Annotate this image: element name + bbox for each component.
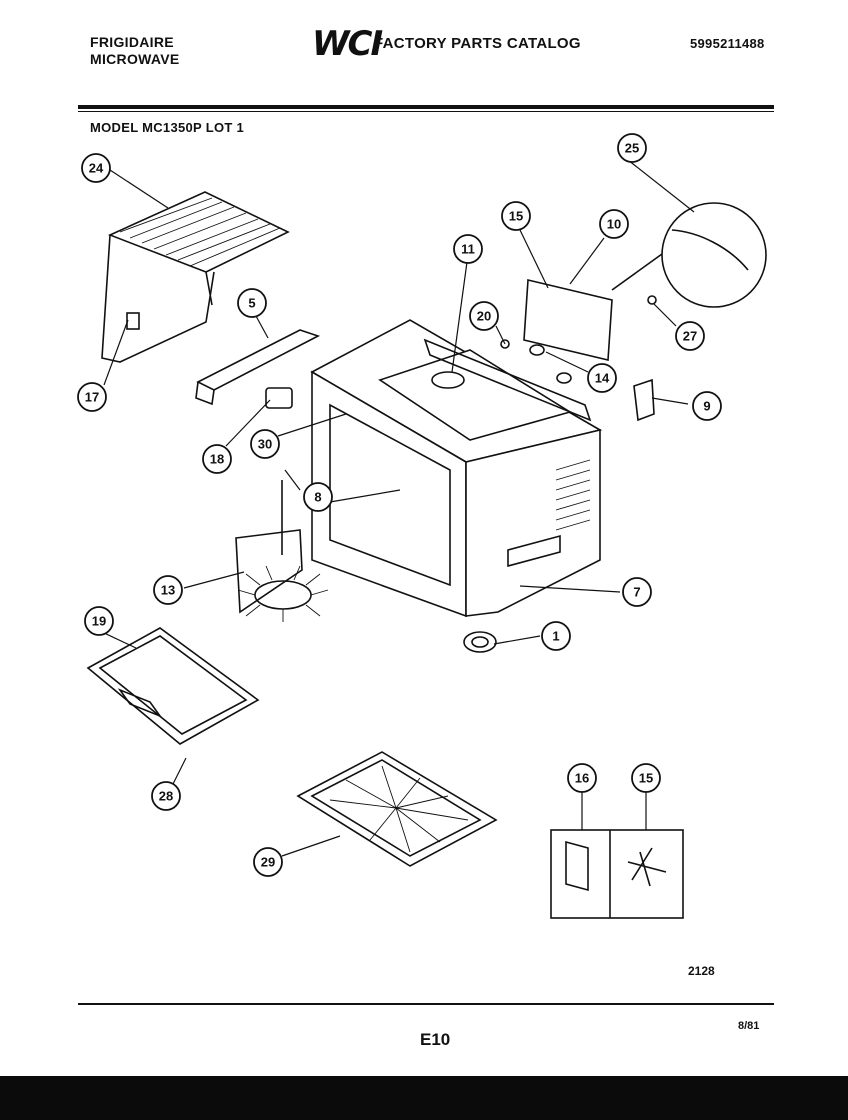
catalog-part-number: 5995211488	[690, 36, 765, 51]
part-25-detail	[611, 202, 767, 308]
part-top-cover	[101, 191, 290, 363]
svg-text:19: 19	[92, 614, 106, 629]
model-line: MODEL MC1350P LOT 1	[90, 120, 245, 135]
cabinet	[310, 319, 603, 618]
svg-text:5: 5	[248, 296, 255, 311]
svg-text:24: 24	[89, 161, 104, 176]
callout-18: 18	[202, 444, 232, 474]
callout-25: 25	[617, 133, 647, 163]
callout-24: 24	[81, 153, 111, 183]
callout-16: 16	[567, 763, 597, 793]
callout-8: 8	[303, 482, 333, 512]
svg-text:10: 10	[607, 217, 621, 232]
wci-logo: WCI	[312, 24, 383, 64]
callout-17: 17	[77, 382, 107, 412]
svg-text:1: 1	[552, 629, 559, 644]
svg-text:14: 14	[595, 371, 610, 386]
leader-lines	[101, 159, 695, 857]
part-stirrer-13	[235, 480, 329, 622]
callout-19: 19	[84, 606, 114, 636]
header-rule-thick	[78, 105, 774, 109]
part-switch-18	[265, 387, 293, 409]
svg-text:27: 27	[683, 329, 697, 344]
part-clip-17	[126, 312, 140, 330]
revision-date: 8/81	[738, 1020, 760, 1032]
callout-29: 29	[253, 847, 283, 877]
drawing-code: 2128	[688, 964, 715, 978]
scan-edge-band	[0, 1076, 848, 1120]
svg-text:16: 16	[575, 771, 589, 786]
catalog-title: FACTORY PARTS CATALOG	[374, 35, 581, 52]
brand-line-2: MICROWAVE	[90, 51, 180, 67]
svg-text:11: 11	[461, 242, 475, 257]
part-control-module	[500, 279, 657, 384]
svg-text:13: 13	[161, 583, 175, 598]
part-foot-1	[463, 631, 497, 653]
svg-text:29: 29	[261, 855, 275, 870]
callout-27: 27	[675, 321, 705, 351]
footer-rule	[78, 1003, 774, 1005]
svg-text:15: 15	[509, 209, 523, 224]
callout-5: 5	[237, 288, 267, 318]
callout-7: 7	[622, 577, 652, 607]
callout-1: 1	[541, 621, 571, 651]
svg-text:17: 17	[85, 390, 99, 405]
svg-text:8: 8	[314, 490, 321, 505]
svg-text:25: 25	[625, 141, 639, 156]
callout-15-top: 15	[501, 201, 531, 231]
callout-30: 30	[250, 429, 280, 459]
svg-text:30: 30	[258, 437, 272, 452]
brand-line-1: FRIGIDAIRE	[90, 34, 174, 50]
svg-text:15: 15	[639, 771, 653, 786]
part-rail-5	[195, 329, 321, 406]
callout-10: 10	[599, 209, 629, 239]
svg-text:9: 9	[703, 399, 710, 414]
page-label: E10	[420, 1030, 451, 1049]
callout-9: 9	[692, 391, 722, 421]
svg-text:20: 20	[477, 309, 491, 324]
svg-text:7: 7	[633, 585, 640, 600]
callout-20: 20	[469, 301, 499, 331]
callout-13: 13	[153, 575, 183, 605]
inset-box	[550, 829, 684, 919]
part-tray-19	[86, 627, 260, 745]
callout-15-inset: 15	[631, 763, 661, 793]
header-rule-thin	[78, 111, 774, 112]
svg-text:28: 28	[159, 789, 173, 804]
part-cover-9	[633, 378, 655, 422]
callout-11: 11	[453, 234, 483, 264]
callout-14: 14	[587, 363, 617, 393]
part-glass-tray-29	[296, 751, 498, 867]
svg-text:18: 18	[210, 452, 224, 467]
callout-28: 28	[151, 781, 181, 811]
